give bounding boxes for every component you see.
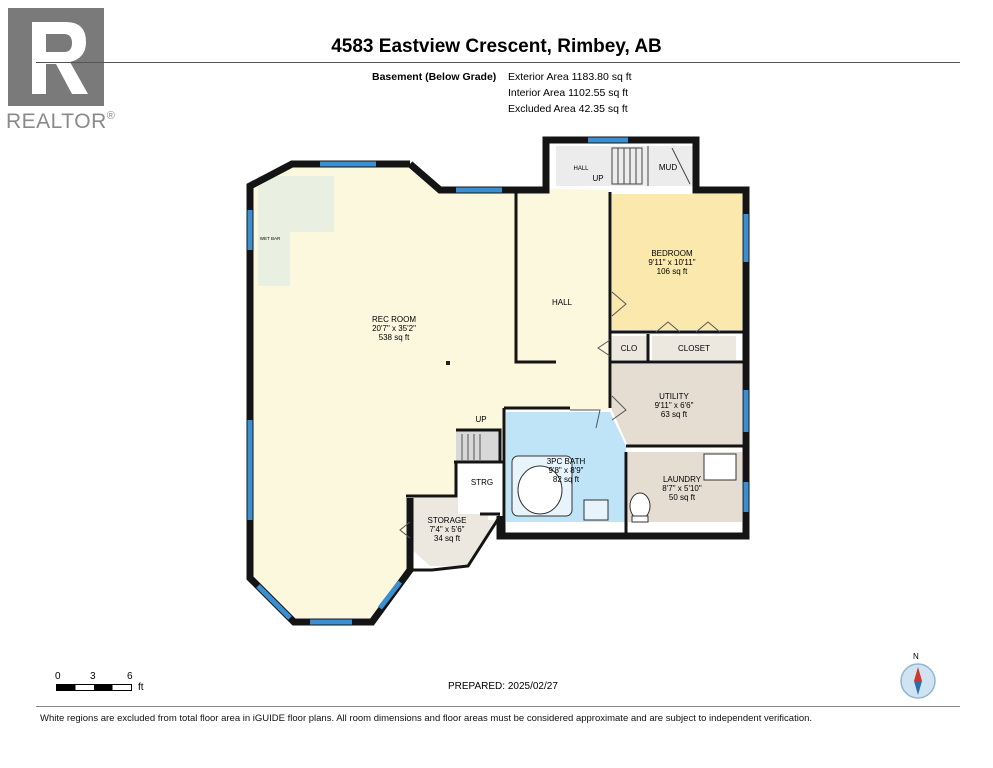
wet-bar-label: WET BAR [260, 236, 281, 241]
bedroom-area: 106 sq ft [657, 267, 688, 276]
realtor-r-icon [32, 22, 88, 94]
registered-mark: ® [106, 110, 116, 122]
utility-area: 63 sq ft [661, 410, 688, 419]
utility-fill [612, 364, 742, 446]
windows [247, 137, 749, 625]
north-compass: N [898, 652, 940, 700]
bath-area: 82 sq ft [553, 475, 580, 484]
up-label-lower: UP [475, 415, 486, 424]
logo-text: REALTOR [6, 110, 107, 133]
strg-label: STRG [471, 478, 493, 487]
laundry-area: 50 sq ft [669, 493, 696, 502]
laundry-name: LAUNDRY [663, 475, 702, 484]
rec-room-center-dot [446, 361, 450, 365]
scale-bar: 0 3 6 ft [52, 671, 172, 701]
mud-hall-fill [556, 146, 696, 186]
prepared-date: PREPARED: 2025/02/27 [448, 681, 558, 692]
utility-dims: 9'11" x 6'6" [655, 401, 694, 410]
bath-dims: 9'8" x 8'9" [549, 466, 584, 475]
compass-rose-icon [900, 663, 936, 699]
realtor-logo-word: REALTOR® [6, 110, 115, 134]
stair-up-fill [456, 430, 500, 462]
storage-fill [408, 498, 498, 566]
scale-unit: ft [138, 682, 144, 693]
clo-label: CLO [621, 344, 637, 353]
disclaimer-text: White regions are excluded from total fl… [40, 713, 813, 724]
rec-room-area: 538 sq ft [379, 333, 410, 342]
bath-fixtures [511, 453, 737, 523]
bedroom-fill [612, 194, 742, 330]
rec-room-name: REC ROOM [372, 315, 416, 324]
storage-area: 34 sq ft [434, 534, 461, 543]
interior-walls [406, 192, 746, 572]
mud-label: MUD [659, 163, 677, 172]
level-label: Basement (Below Grade) [372, 71, 497, 83]
laundry-dims: 8'7" x 5'10" [662, 484, 702, 493]
top-stairs [611, 146, 691, 186]
compass-north-label: N [913, 652, 919, 661]
wet-bar-fill [258, 176, 334, 286]
door-swings [399, 291, 721, 539]
lower-stairs [461, 434, 481, 460]
realtor-logo-mark [8, 8, 104, 106]
interior-area: Interior Area 1102.55 sq ft [508, 87, 629, 99]
scale-tick-0: 0 [55, 671, 61, 682]
scale-bar-graphic [56, 684, 132, 691]
storage-name: STORAGE [428, 516, 467, 525]
up-label-top: UP [592, 174, 603, 183]
storage-dims: 7'4" x 5'6" [430, 525, 465, 534]
hall-small-label: HALL [573, 166, 589, 172]
bath-name: 3PC BATH [547, 457, 586, 466]
footer-divider [36, 706, 960, 707]
rec-room-dims: 20'7" x 35'2" [372, 324, 416, 333]
scale-tick-3: 3 [90, 671, 96, 682]
utility-name: UTILITY [659, 392, 689, 401]
exterior-area: Exterior Area 1183.80 sq ft [508, 71, 632, 83]
hall-label: HALL [552, 298, 573, 307]
excluded-area: Excluded Area 42.35 sq ft [508, 103, 628, 115]
rec-room-fill [252, 166, 610, 618]
bedroom-dims: 9'11" x 10'11" [648, 258, 695, 267]
scale-tick-6: 6 [127, 671, 133, 682]
title-divider [36, 62, 960, 63]
clo-fill [612, 336, 648, 360]
closet-fill [652, 336, 736, 360]
bedroom-name: BEDROOM [651, 249, 693, 258]
page-title: 4583 Eastview Crescent, Rimbey, AB [331, 36, 662, 57]
closet-label: CLOSET [678, 344, 710, 353]
